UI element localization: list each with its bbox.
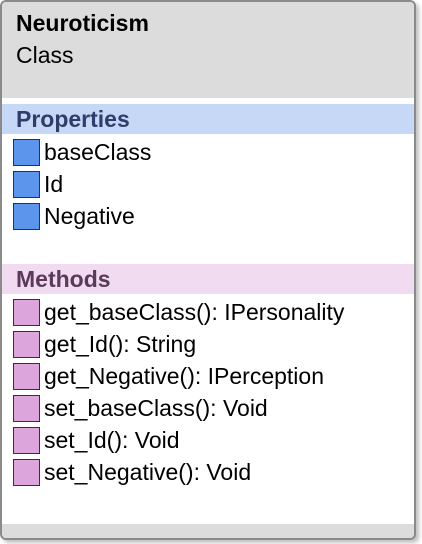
property-label: Negative [44, 203, 135, 229]
method-icon [13, 394, 40, 422]
class-header: Neuroticism Class [2, 2, 414, 98]
method-item[interactable]: set_Id(): Void [13, 425, 180, 455]
class-box[interactable]: Neuroticism Class Properties baseClass I… [0, 0, 416, 540]
property-label: Id [44, 171, 64, 197]
property-icon [13, 138, 40, 166]
method-icon [13, 458, 40, 486]
property-icon [13, 170, 40, 198]
class-footer [2, 524, 414, 538]
class-name: Neuroticism [16, 10, 149, 36]
method-icon [13, 330, 40, 358]
methods-section-header[interactable]: Methods [2, 264, 414, 294]
method-item[interactable]: set_Negative(): Void [13, 457, 251, 487]
property-item[interactable]: baseClass [13, 137, 151, 167]
method-label: get_Negative(): IPerception [44, 363, 324, 389]
method-label: set_Id(): Void [44, 427, 180, 453]
method-label: get_baseClass(): IPersonality [44, 299, 345, 325]
property-label: baseClass [44, 139, 152, 165]
property-item[interactable]: Negative [13, 201, 135, 231]
method-label: set_baseClass(): Void [44, 395, 268, 421]
method-item[interactable]: get_baseClass(): IPersonality [13, 297, 344, 327]
method-icon [13, 426, 40, 454]
method-icon [13, 298, 40, 326]
properties-section-header[interactable]: Properties [2, 104, 414, 134]
method-item[interactable]: get_Negative(): IPerception [13, 361, 324, 391]
class-stereotype: Class [16, 42, 74, 68]
property-icon [13, 202, 40, 230]
method-item[interactable]: get_Id(): String [13, 329, 196, 359]
method-icon [13, 362, 40, 390]
method-label: set_Negative(): Void [44, 459, 252, 485]
method-item[interactable]: set_baseClass(): Void [13, 393, 268, 423]
property-item[interactable]: Id [13, 169, 63, 199]
method-label: get_Id(): String [44, 331, 197, 357]
